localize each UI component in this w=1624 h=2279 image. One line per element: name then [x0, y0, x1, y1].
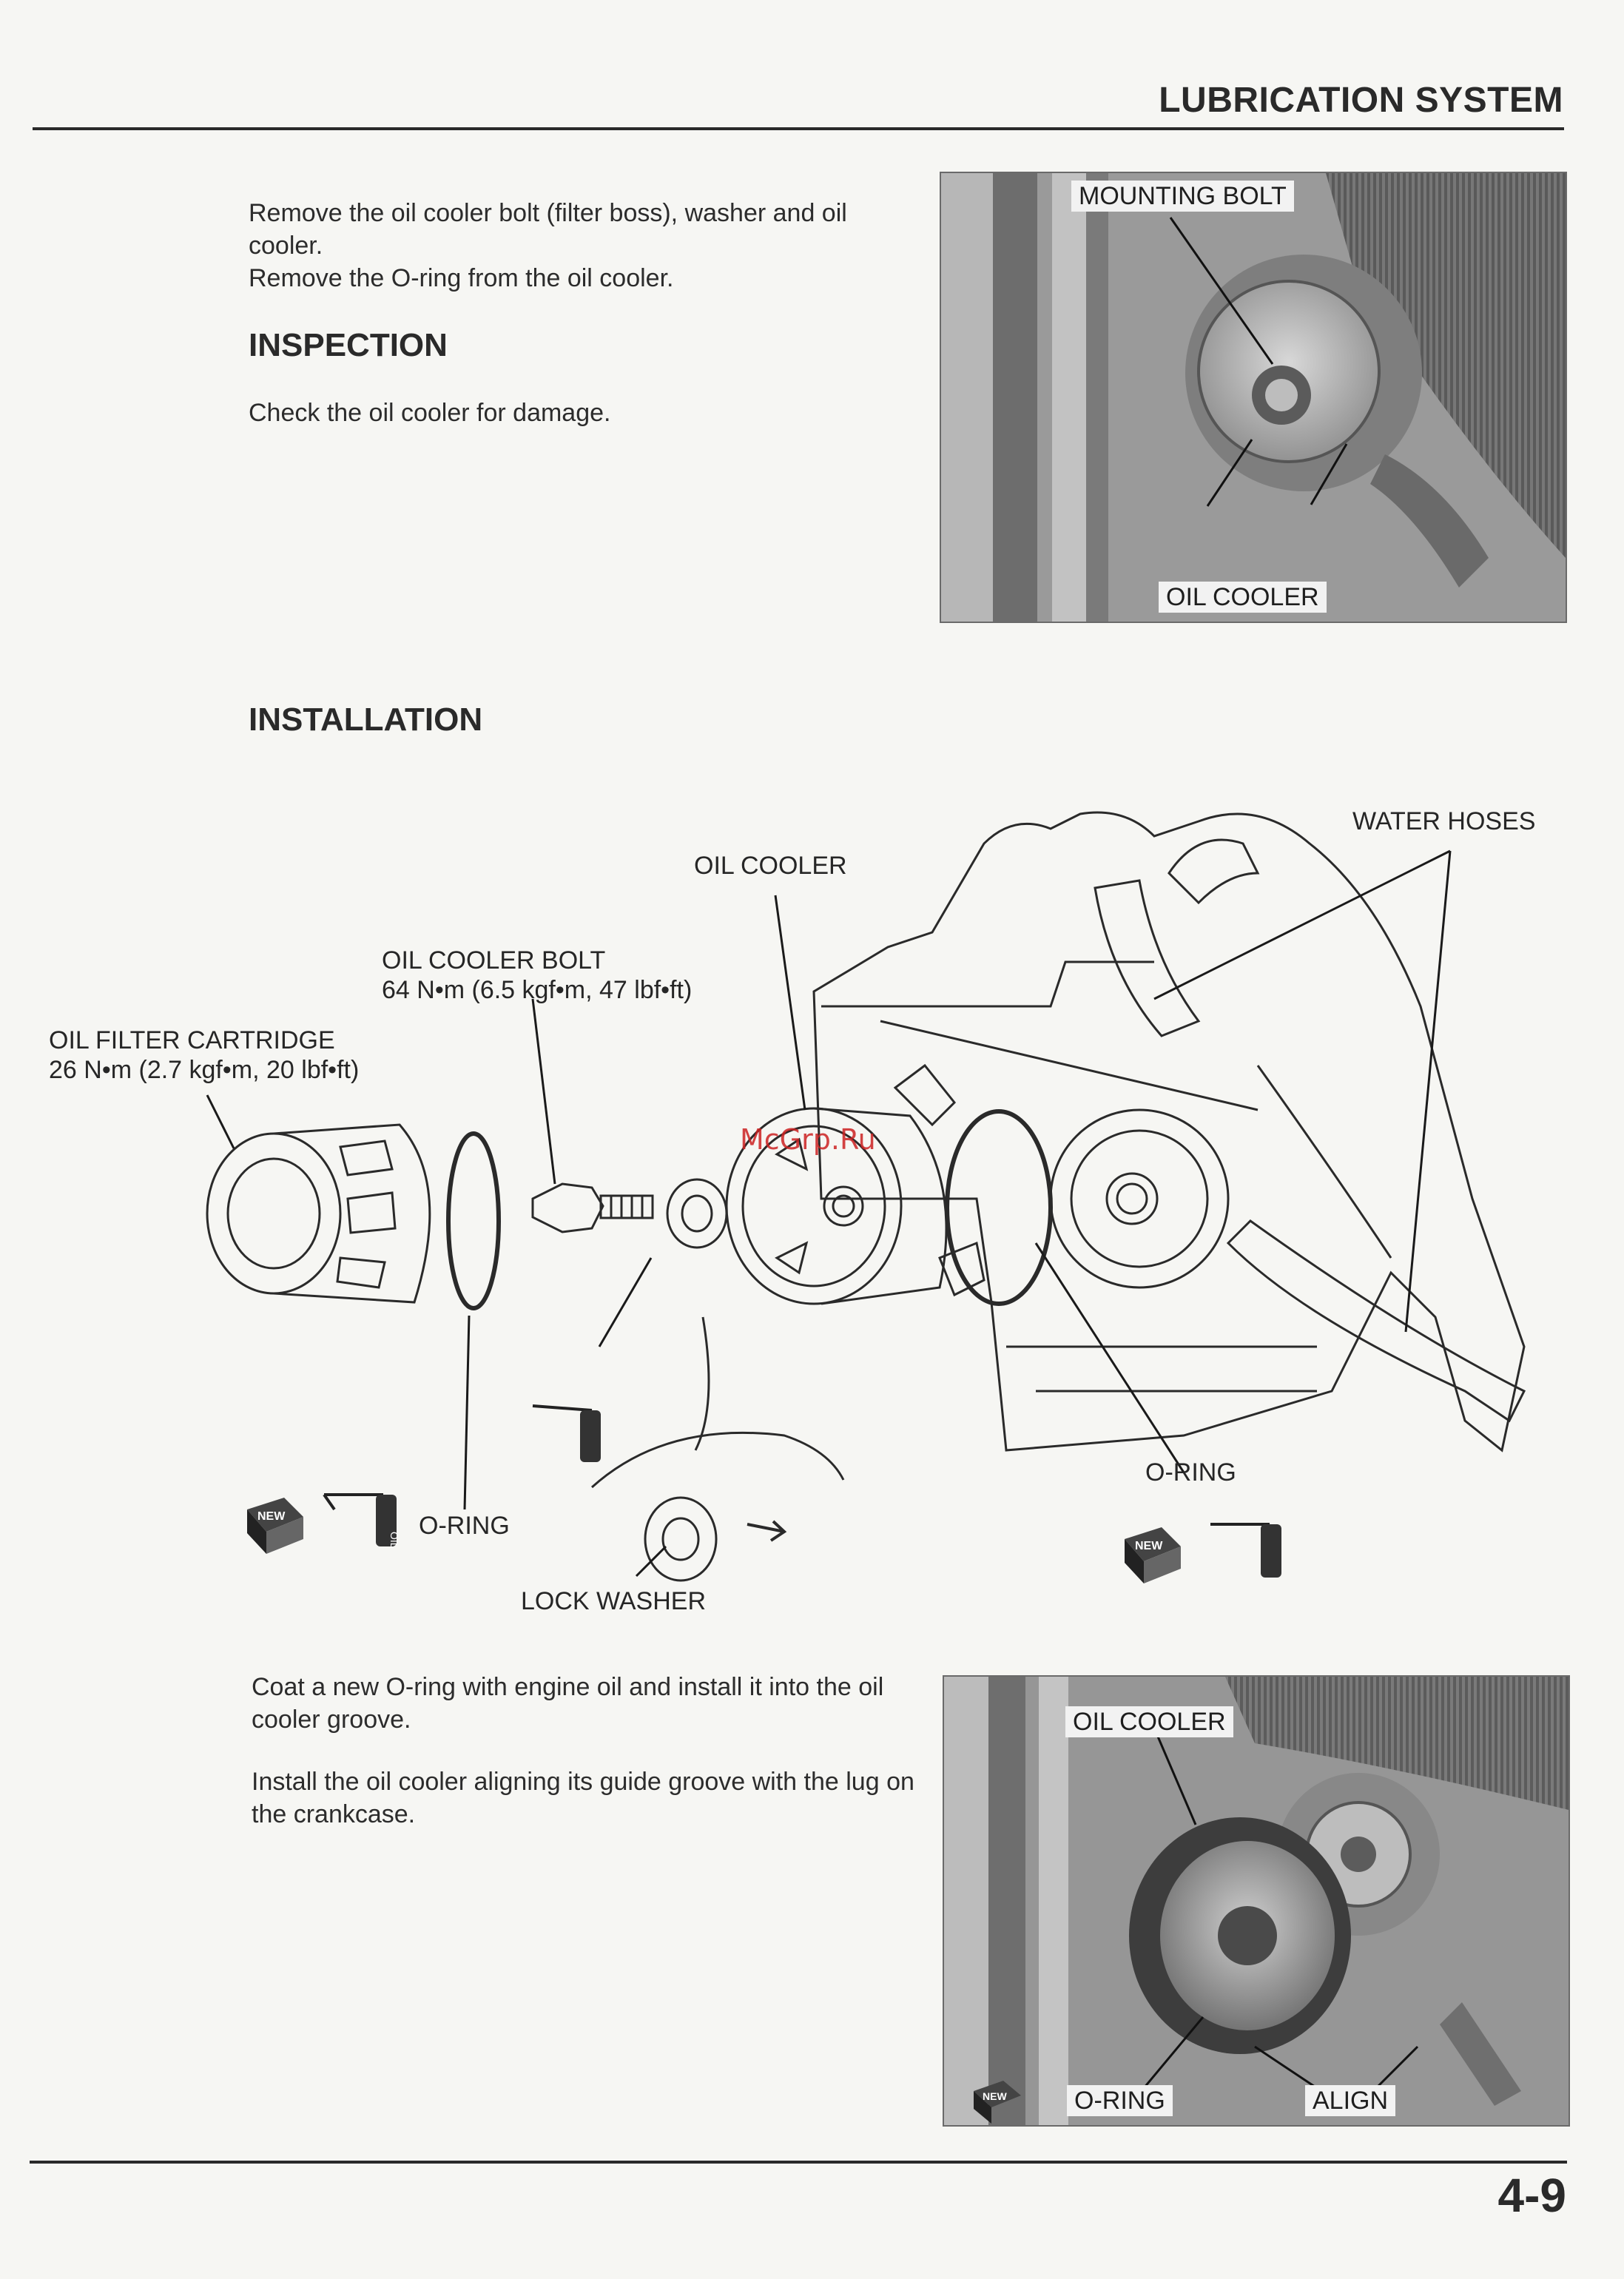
photo-bottom-image: NEW	[944, 1677, 1569, 2125]
new-badge-right: NEW	[1135, 1540, 1163, 1552]
photo-oil-cooler-installed: NEW OIL COOLER O-RING ALIGN	[943, 1675, 1570, 2127]
exploded-view-diagram: NEW OIL NEW	[206, 811, 1526, 1583]
oil-badge-left: OIL	[388, 1532, 400, 1549]
label-water-hoses: WATER HOSES	[1352, 807, 1536, 835]
removal-text: Remove the oil cooler bolt (filter boss)…	[249, 197, 914, 294]
new-badge-left: NEW	[257, 1510, 286, 1523]
install-paragraph-1: Coat a new O-ring with engine oil and in…	[252, 1673, 884, 1734]
label-o-ring-left: O-RING	[419, 1512, 510, 1540]
callout-o-ring: O-RING	[1067, 2085, 1173, 2116]
new-badge-photo: NEW	[983, 2090, 1007, 2102]
watermark: McGrp.Ru	[740, 1123, 876, 1156]
new-oil-badges-right: NEW	[1125, 1523, 1281, 1583]
oil-badge-mid	[532, 1404, 601, 1462]
inspection-heading: INSPECTION	[249, 327, 448, 363]
header-rule	[33, 127, 1564, 130]
page-number: 4-9	[1497, 2169, 1567, 2222]
callout-align: ALIGN	[1305, 2085, 1396, 2116]
callout-oil-cooler-top: OIL COOLER	[1159, 582, 1327, 613]
footer-rule	[30, 2161, 1567, 2164]
callout-mounting-bolt: MOUNTING BOLT	[1071, 181, 1294, 212]
label-oil-cooler-bolt-torque: 64 N•m (6.5 kgf•m, 47 lbf•ft)	[382, 976, 693, 1004]
callout-oil-cooler-bottom: OIL COOLER	[1065, 1706, 1233, 1737]
install-paragraph-2: Install the oil cooler aligning its guid…	[252, 1768, 914, 1828]
install-text: Coat a new O-ring with engine oil and in…	[252, 1671, 917, 1831]
label-oil-filter-torque: 26 N•m (2.7 kgf•m, 20 lbf•ft)	[49, 1056, 360, 1084]
photo-oil-cooler-mounting: MOUNTING BOLT OIL COOLER	[940, 172, 1567, 623]
inspection-text: Check the oil cooler for damage.	[249, 399, 611, 427]
section-title: LUBRICATION SYSTEM	[1159, 81, 1563, 120]
new-oil-badges-left: NEW OIL	[247, 1493, 400, 1554]
label-o-ring-right: O-RING	[1145, 1458, 1236, 1487]
photo-top-image	[941, 173, 1566, 622]
removal-line-1: Remove the oil cooler bolt (filter boss)…	[249, 199, 847, 260]
label-lock-washer: LOCK WASHER	[521, 1587, 707, 1615]
installation-heading: INSTALLATION	[249, 701, 483, 738]
label-oil-filter-cartridge: OIL FILTER CARTRIDGE	[49, 1026, 335, 1054]
label-oil-cooler-bolt: OIL COOLER BOLT	[382, 946, 606, 974]
label-oil-cooler: OIL COOLER	[694, 852, 847, 880]
removal-line-2: Remove the O-ring from the oil cooler.	[249, 264, 674, 292]
